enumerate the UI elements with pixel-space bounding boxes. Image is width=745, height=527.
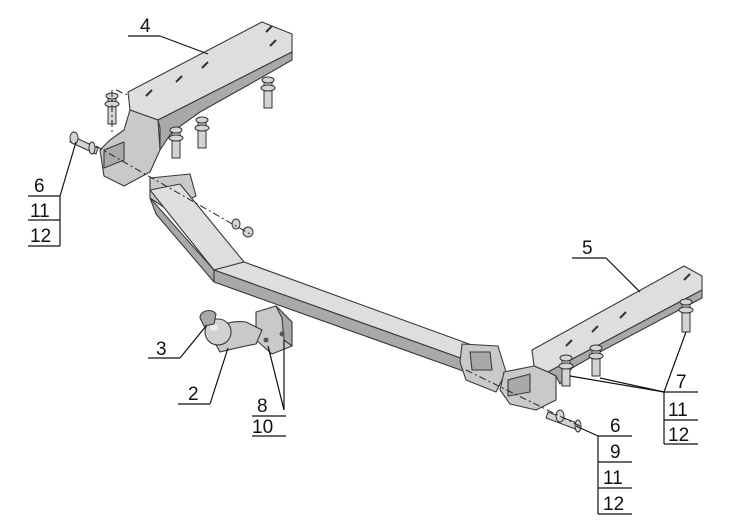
bolt-right-horizontal (545, 409, 582, 433)
callout-right-12: 12 (668, 425, 689, 446)
callout-left-6: 6 (34, 176, 45, 197)
callout-right-9: 9 (610, 442, 621, 463)
callout-4: 4 (140, 16, 151, 37)
towball-assembly (199, 305, 293, 355)
fasteners (69, 76, 694, 433)
callout-3: 3 (156, 339, 167, 360)
left-bracket (99, 21, 293, 187)
bolt-left-3 (194, 116, 210, 149)
left-bracket-holes (145, 25, 277, 97)
callout-right-7: 7 (676, 372, 687, 393)
callout-right-b-11: 11 (603, 468, 623, 489)
callout-right-6: 6 (610, 416, 621, 437)
bolt-left-horizontal (69, 131, 99, 155)
right-bracket (499, 265, 703, 411)
callout-labels: 4 5 3 2 8 10 6 11 12 7 11 12 6 9 11 12 (30, 16, 689, 515)
leader-lines (28, 35, 698, 515)
crossbar (149, 173, 507, 393)
right-bracket-holes (565, 273, 691, 347)
callout-left-12: 12 (30, 226, 51, 247)
bolt-right-1 (558, 354, 574, 387)
bolt-left-4 (260, 76, 276, 109)
callout-right-11: 11 (668, 400, 688, 421)
bolt-right-3 (678, 298, 694, 333)
callout-10: 10 (252, 417, 273, 438)
assembly-axes (95, 89, 581, 427)
callout-2: 2 (188, 384, 199, 405)
callout-5: 5 (582, 238, 593, 259)
nut-left-axis (231, 218, 254, 238)
callout-8: 8 (257, 396, 268, 417)
callout-right-b-12: 12 (603, 494, 624, 515)
callout-left-11: 11 (30, 201, 50, 222)
bolt-left-2 (168, 126, 184, 159)
bolt-right-2 (588, 344, 604, 377)
